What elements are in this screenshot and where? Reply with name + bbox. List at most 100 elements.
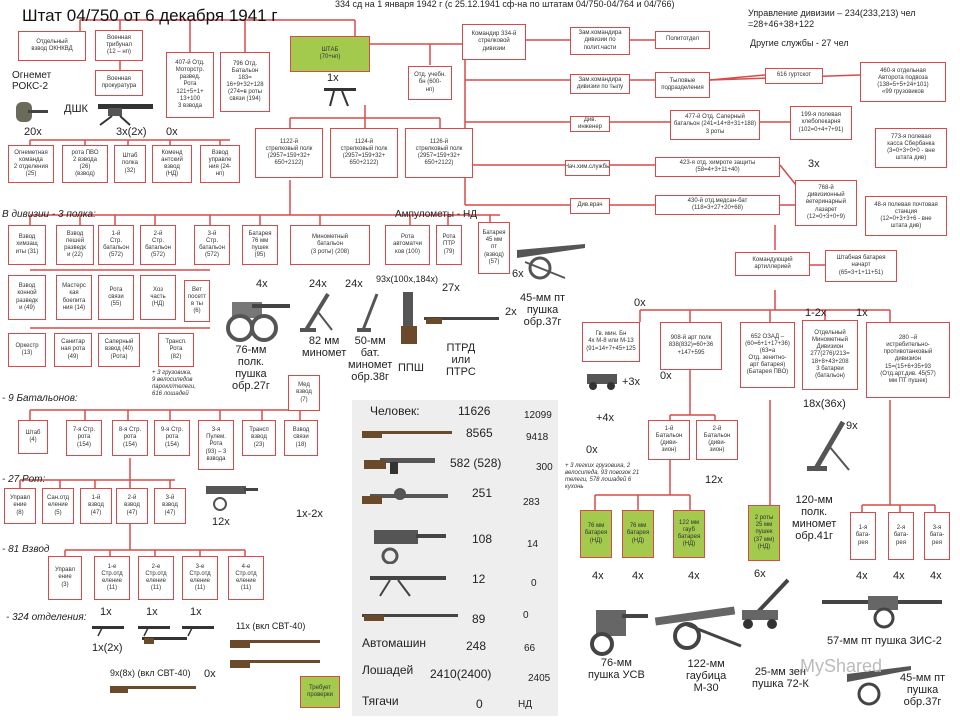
svt9-count: 9х(8х) (вкл СВТ-40): [110, 668, 190, 678]
count-4x-e: 4х: [893, 570, 905, 582]
box-rotaptr: Рота ПТР (79): [436, 225, 462, 265]
stats-hmg: 108: [472, 532, 492, 546]
box-bat45: Батарея 45 мм пт (взвод) (57): [478, 222, 510, 274]
smg-icon: [360, 452, 440, 476]
box-sanrota: Санитар ная рота (49): [54, 333, 92, 367]
rifle-icon-1: [228, 634, 323, 652]
box-auto: 460-я отдельная Авторота подвоза (138=5+…: [860, 62, 946, 102]
box-vz-o1: 1-е Стр.отд еление (11): [94, 556, 130, 600]
art-0x-1: 0х: [634, 297, 646, 309]
box-regiment-1126: 1126-й стрелковый полк (2957=159+32+ 650…: [405, 128, 473, 178]
rox-count: 20х: [24, 126, 42, 138]
ptrd-label: ПТРД или ПТРС: [446, 342, 476, 378]
box-politotdel: Политотдел: [655, 31, 710, 49]
label-battalions: - 9 Батальонов:: [2, 393, 78, 404]
mortar-50-label: 50-мм бат. миномет обр.38г: [348, 335, 392, 383]
box-treb: Требует проверки: [300, 676, 340, 708]
howitzer-m30-icon: [645, 592, 745, 652]
box-rt-san: Сан.отд еление (5): [42, 488, 74, 524]
rox-label: Огнемет РОКС-2: [12, 70, 51, 92]
box-div2: 2-й Батальон (диви- зион): [696, 420, 738, 460]
box-tyl-pod: Тыловые подразделения: [655, 72, 710, 98]
art-0x-2: 0х: [660, 370, 672, 382]
box-ap908: 908-й арт полк 838(832)=60+36 +147+595: [660, 322, 722, 370]
box-kassa: 773-я полевая касса Сбербанка (3=0+3+0+0…: [875, 128, 947, 168]
flamethrower-icon: [10, 98, 50, 126]
box-shtab: ШТАБ (70+нп): [290, 36, 370, 72]
box-sb-trans: Трансп взвод (23): [242, 420, 276, 456]
svt-count: 11х (вкл СВТ-40): [236, 621, 305, 631]
box-sapvzv: Саперный взвод (40) (Рота): [98, 333, 140, 367]
box-himvzv: Взвод химзащ иты (31): [8, 225, 46, 265]
box-peshrazv: Взвод пешей разведк и (22): [56, 225, 94, 265]
gun-37-label: 45-мм пт пушка обр.37г: [900, 672, 945, 708]
box-vz-o2: 2-е Стр.отд еление (11): [138, 556, 174, 600]
sq-1x-a: 1х: [100, 606, 112, 618]
box-medvzv: Мед взвод (7): [288, 375, 320, 411]
box-vetpost: Вет посетт в ты (6): [184, 280, 210, 322]
box-div-eng: Див. инженер: [570, 116, 610, 132]
ptrd-count: 27х: [442, 282, 460, 294]
dshk-small-icon: [320, 78, 360, 108]
box-himzash: 423-я отд. химроте защиты (58=4+3+11+40): [655, 157, 780, 177]
art-plus-4x: +4х: [596, 412, 614, 424]
box-pt-b3: 3-я бата- рея: [924, 512, 950, 560]
top-note: 334 сд на 1 января 1942 г (с 25.12.1941 …: [335, 0, 675, 9]
box-pt-b2: 2-я бата- рея: [888, 512, 914, 560]
stats-cars-right: 66: [524, 643, 535, 654]
mortar-82-count: 24х: [309, 278, 327, 290]
box-ucheb: Отд. учебн. бн (600- нп): [408, 66, 452, 100]
box-rt-v2: 2-й взвод (47): [116, 488, 148, 524]
zis2-gun-icon: [818, 590, 948, 630]
zis2-label: 57-мм пт пушка ЗИС-2: [827, 635, 942, 647]
box-pt-b1: 1-я бата- рея: [850, 512, 876, 560]
stats-ptr: 89: [472, 612, 485, 626]
box-rotasv: Рота связи (55): [98, 275, 134, 320]
box-vzupr: Взвод управле ния (24- нп): [200, 145, 240, 183]
watermark: MyShared: [800, 656, 882, 677]
box-shtab-polka: Штаб полка (32): [114, 145, 146, 183]
box-stb2: 2-й Стр. батальон (572): [140, 225, 176, 265]
stats-people-right: 12099: [524, 410, 552, 421]
box-tribunal: Военная трибунал (12 – нп): [95, 30, 143, 61]
box-komart: Командующий артиллерией: [735, 252, 810, 276]
box-hleb: 199-я полевая хлебопекарня (102=0+4+7+91…: [790, 106, 852, 140]
art-12x: 12х: [705, 474, 723, 486]
box-regiment-1122: 1122-й стрелковый полк (2957=159+32+ 650…: [255, 128, 323, 178]
label-regiments: В дивизии - 3 полка:: [2, 209, 96, 220]
box-gurt: 616 гуртскот: [765, 68, 823, 84]
label-ampulomety: Ампулометы - НД: [395, 209, 477, 220]
stats-horses-label: Лошадей: [362, 663, 413, 677]
box-masterskie: Мастерс кая боепита ния (14): [56, 275, 92, 320]
mortar-120-label: 120-мм полк. миномет обр.41г: [792, 494, 836, 542]
count-4x-f: 4х: [930, 570, 942, 582]
rifle-icon-2: [228, 654, 323, 672]
box-ognemet: Огнеметная команда 2 отделения (25): [8, 145, 54, 183]
ppsh-count: 93х(100х,184х): [376, 274, 438, 284]
stats-ptr-right: 0: [523, 610, 529, 621]
box-medsan: 430-й отд.медсан-бат (118=3+27+20+68): [655, 195, 780, 215]
box-vz-upr: Управл ение (3): [48, 556, 82, 600]
label-companies: - 27 Рот:: [2, 474, 45, 485]
box-sb-r9: 9-я Стр. рота (154): [154, 420, 190, 456]
box-rt-v3: 3-й взвод (47): [154, 488, 186, 524]
aa-gun-72k-icon: [736, 574, 796, 630]
box-pochta: 48-я полевая почтовая станция (12=0+3+3+…: [865, 196, 947, 236]
box-div1: 1-й Батальон (диви- зион): [648, 420, 690, 460]
art-0x-3: 0х: [586, 444, 598, 456]
box-minbat: Минометный батальон (3 роты) (208): [290, 225, 370, 265]
box-konrazv: Взвод конной разведк и (49): [8, 275, 46, 320]
box-transpr: Трансп. Рота (82): [158, 333, 194, 367]
gun-76-label: 76-мм полк. пушка обр.27г: [232, 344, 270, 392]
zero-count: 0х: [166, 126, 178, 138]
stats-aamg-right: 0: [531, 578, 537, 589]
box-komvzv: Коменд антский взвод (НД): [152, 145, 192, 183]
maxim-icon: [200, 478, 260, 512]
box-regiment-1124: 1124-й стрелковый полк (2957=159+32+ 650…: [330, 128, 398, 178]
stats-tractors-label: Тягачи: [362, 694, 399, 708]
box-art-b1: 76 мм батарея (НД): [580, 510, 612, 558]
stats-rifles: 8565: [466, 426, 493, 440]
artillery-note: + 3 легких грузовика, 2 велосипеда, 93 п…: [565, 463, 639, 491]
box-rt-v1: 1-й взвод (47): [80, 488, 112, 524]
stats-tractors: 0: [476, 697, 483, 711]
